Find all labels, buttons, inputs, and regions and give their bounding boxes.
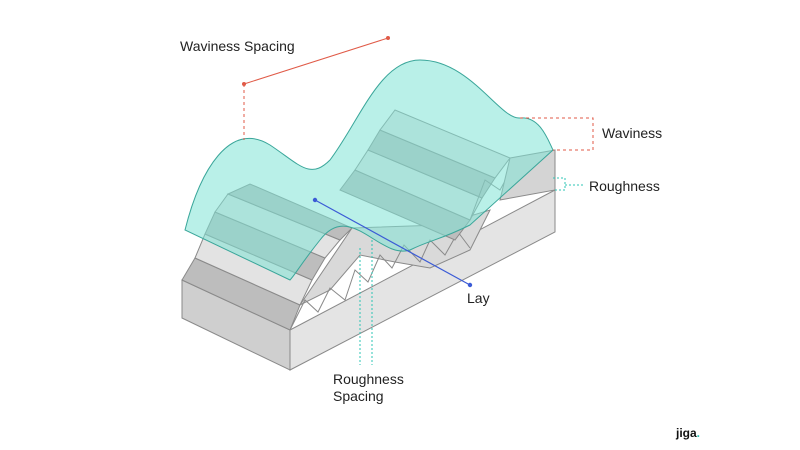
waviness-spacing-arrow xyxy=(243,37,389,85)
label-roughness-spacing-line2: Spacing xyxy=(333,388,384,404)
lay-marker-end xyxy=(467,282,473,288)
label-roughness-spacing: Roughness Spacing xyxy=(333,371,404,405)
jiga-logo: jiga. xyxy=(676,426,700,440)
logo-text: jiga xyxy=(676,426,697,440)
label-lay: Lay xyxy=(467,290,490,306)
label-roughness: Roughness xyxy=(589,178,660,194)
lay-arrow xyxy=(314,199,471,286)
waviness-sheet xyxy=(184,59,554,281)
valley-sawtooth xyxy=(289,231,471,331)
waviness-spacing-marker-right xyxy=(386,36,390,40)
lay-marker-start xyxy=(312,197,318,203)
label-waviness-spacing: Waviness Spacing xyxy=(180,38,295,54)
label-roughness-spacing-line1: Roughness xyxy=(333,371,404,387)
roughness-bracket xyxy=(553,177,566,191)
label-waviness: Waviness xyxy=(602,125,663,141)
logo-dot: . xyxy=(696,426,701,440)
waviness-bracket xyxy=(520,117,594,151)
